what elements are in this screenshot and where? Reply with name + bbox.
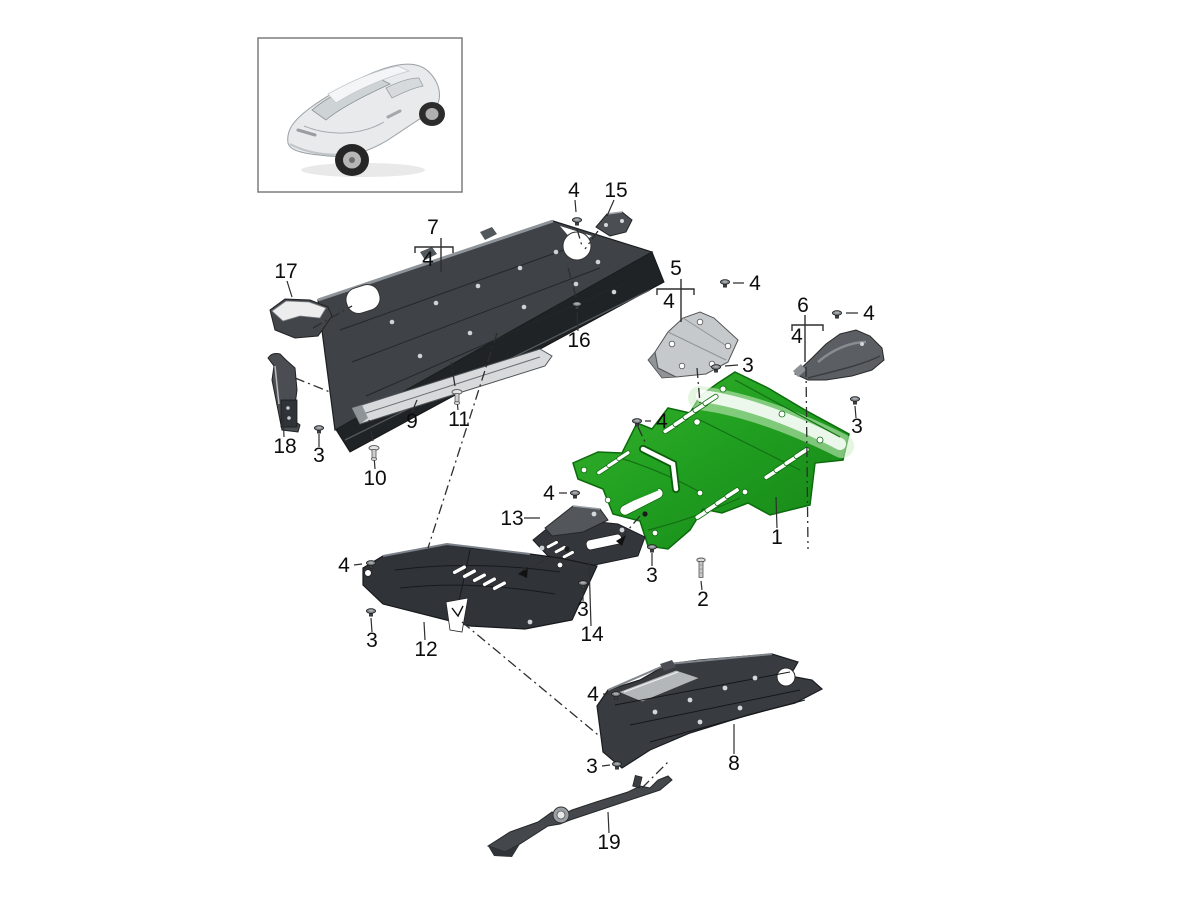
callout-label-16[interactable]: 16 xyxy=(567,329,590,352)
callout-label-1[interactable]: 1 xyxy=(771,526,783,549)
callout-label-4[interactable]: 4 xyxy=(338,554,350,577)
fastener-screw-icon xyxy=(710,364,722,373)
callout-label-13[interactable]: 13 xyxy=(500,507,523,530)
callout-label-6[interactable]: 6 xyxy=(797,294,809,317)
fastener-screw-icon xyxy=(365,608,377,617)
fastener-screw-icon xyxy=(646,544,658,553)
callout-label-10[interactable]: 10 xyxy=(363,467,386,490)
bracket-line-7 xyxy=(414,238,454,272)
callout-label-4[interactable]: 4 xyxy=(749,272,761,295)
callout-label-3[interactable]: 3 xyxy=(742,354,754,377)
leader-lines-solid xyxy=(282,199,858,834)
callout-label-4[interactable]: 4 xyxy=(663,290,675,313)
part-13-plate xyxy=(544,505,609,537)
part-19-strip xyxy=(486,774,673,857)
callout-label-4[interactable]: 4 xyxy=(791,325,803,348)
callout-label-3[interactable]: 3 xyxy=(313,444,325,467)
fastener-rivet-icon xyxy=(451,389,463,405)
part-18-bracket xyxy=(267,353,301,433)
callout-label-19[interactable]: 19 xyxy=(597,831,620,854)
part-12-shield xyxy=(362,542,598,633)
callout-label-7[interactable]: 7 xyxy=(427,216,439,239)
callout-label-4[interactable]: 4 xyxy=(543,482,555,505)
fastener-screw-icon xyxy=(831,310,843,319)
part-17-cover xyxy=(269,298,333,339)
fastener-screw-icon xyxy=(569,490,581,499)
fastener-screw-icon xyxy=(849,396,861,405)
fastener-rivet-icon xyxy=(368,445,380,461)
part-8-side-panel xyxy=(596,653,824,769)
part-5-bracket xyxy=(647,311,739,379)
fastener-screw-icon xyxy=(571,217,583,226)
callout-label-8[interactable]: 8 xyxy=(728,752,740,775)
fastener-screw-icon xyxy=(611,761,623,770)
leader-lines-dashed xyxy=(294,228,809,789)
vehicle-rear-three-quarter-icon xyxy=(287,63,445,177)
callout-label-3[interactable]: 3 xyxy=(851,415,863,438)
part-6-bracket xyxy=(793,329,885,381)
fastener-screw-icon xyxy=(313,425,325,434)
callout-label-15[interactable]: 15 xyxy=(604,179,627,202)
callout-label-12[interactable]: 12 xyxy=(414,638,437,661)
part-9-strip xyxy=(351,348,553,425)
callout-label-18[interactable]: 18 xyxy=(273,435,296,458)
callout-label-2[interactable]: 2 xyxy=(697,588,709,611)
callout-label-4[interactable]: 4 xyxy=(863,302,875,325)
callout-label-14[interactable]: 14 xyxy=(580,623,604,646)
bracket-line-6 xyxy=(791,315,824,362)
callout-label-4[interactable]: 4 xyxy=(587,683,599,706)
callout-label-4[interactable]: 4 xyxy=(656,410,668,433)
part-1-underbody-panel-highlighted xyxy=(572,371,854,550)
callout-label-5[interactable]: 5 xyxy=(670,257,682,280)
vehicle-thumbnail-box xyxy=(257,37,463,193)
callout-label-4[interactable]: 4 xyxy=(422,248,434,271)
part-15-plate xyxy=(595,211,633,237)
bracket-line-5 xyxy=(656,279,695,322)
bracket-callout-layer: 7 4 5 4 6 4 xyxy=(414,216,824,362)
callout-label-4[interactable]: 4 xyxy=(568,179,580,202)
callout-label-3[interactable]: 3 xyxy=(646,564,658,587)
callout-label-17[interactable]: 17 xyxy=(274,260,297,283)
callout-label-9[interactable]: 9 xyxy=(406,410,418,433)
fastener-screw-icon xyxy=(719,279,731,288)
fastener-bolt-icon xyxy=(696,557,706,578)
callout-label-3[interactable]: 3 xyxy=(577,598,589,621)
callout-label-11[interactable]: 11 xyxy=(448,408,470,431)
callout-label-3[interactable]: 3 xyxy=(586,755,598,778)
callout-label-3[interactable]: 3 xyxy=(366,629,378,652)
